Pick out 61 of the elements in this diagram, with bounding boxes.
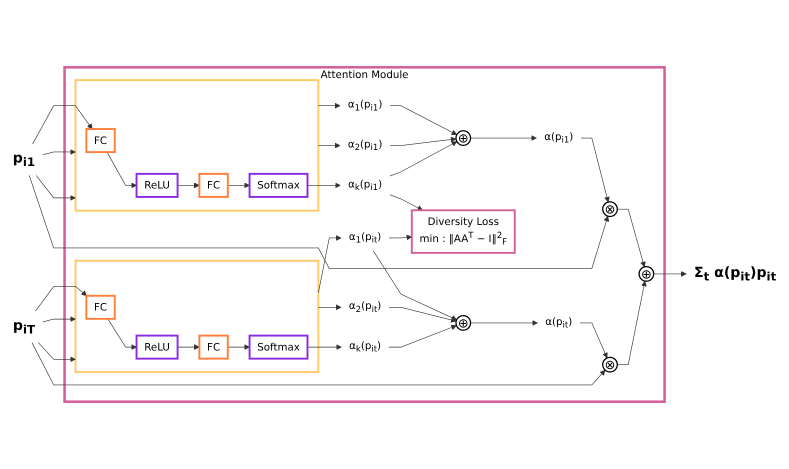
node-circle: ⊕ bbox=[638, 266, 654, 282]
arrow bbox=[32, 342, 606, 386]
node-circle: ⊕ bbox=[455, 315, 472, 331]
arrow bbox=[318, 142, 340, 148]
arrow bbox=[106, 152, 137, 188]
node-text: α$_{2}$(p$_{i1}$) bbox=[348, 138, 382, 153]
cluster bbox=[74, 79, 320, 212]
arrow bbox=[372, 250, 457, 320]
node-text: α$_{1}$(p$_{it}$) bbox=[348, 230, 382, 246]
arrow bbox=[32, 105, 92, 144]
arrow bbox=[388, 324, 457, 348]
arrow bbox=[36, 175, 76, 201]
arrow bbox=[108, 318, 137, 350]
node-box: Softmax bbox=[248, 172, 308, 198]
node-circle: ⊗ bbox=[602, 356, 618, 373]
node-box: ReLU bbox=[136, 172, 179, 198]
arrow bbox=[388, 234, 412, 240]
arrow bbox=[580, 322, 608, 358]
arrow bbox=[318, 235, 342, 294]
node-box: FC bbox=[198, 334, 229, 360]
node-text: α$_{1}$(p$_{i1}$) bbox=[348, 98, 382, 113]
arrow bbox=[653, 271, 687, 277]
arrow bbox=[318, 102, 340, 109]
node-text: p$_{iT}$ bbox=[12, 318, 36, 336]
node-box: ReLU bbox=[136, 334, 179, 360]
node-text: Σ$_{t}$ α(p$_{it}$)p$_{it}$ bbox=[694, 264, 776, 284]
arrow bbox=[307, 182, 341, 188]
arrow bbox=[28, 175, 610, 269]
arrow bbox=[389, 141, 458, 176]
node-text: α$_{k}$(p$_{it}$) bbox=[349, 339, 382, 354]
arrow bbox=[227, 344, 250, 350]
node-circle: ⊗ bbox=[602, 201, 618, 218]
arrow bbox=[177, 182, 200, 188]
node-text: α(p$_{it}$) bbox=[545, 315, 572, 330]
node-text: α$_{k}$(p$_{i1}$) bbox=[348, 178, 382, 192]
arrow bbox=[388, 306, 456, 323]
node-box: FC bbox=[198, 172, 229, 198]
arrow bbox=[318, 304, 342, 310]
node-text: α$_{2}$(p$_{it}$) bbox=[348, 300, 382, 314]
arrow bbox=[35, 286, 87, 312]
arrow bbox=[470, 320, 538, 326]
node-circle: ⊕ bbox=[455, 130, 472, 146]
arrow bbox=[617, 208, 646, 268]
arrow bbox=[177, 344, 200, 350]
arrow bbox=[38, 342, 76, 362]
arrow bbox=[389, 194, 423, 211]
arrow bbox=[227, 182, 250, 188]
arrow bbox=[390, 136, 456, 146]
node-box: Softmax bbox=[248, 334, 308, 360]
node-text: p$_{i1}$ bbox=[12, 150, 36, 170]
arrow bbox=[390, 105, 458, 135]
arrow bbox=[470, 135, 537, 141]
arrow bbox=[42, 316, 76, 322]
node-text: α(p$_{i1}$) bbox=[544, 130, 574, 146]
node-box: FC bbox=[85, 294, 116, 320]
arrow bbox=[42, 149, 76, 156]
cluster bbox=[74, 260, 320, 374]
arrow bbox=[580, 138, 610, 202]
node-box: FC bbox=[85, 128, 116, 154]
arrow bbox=[307, 344, 342, 350]
arrow bbox=[617, 280, 647, 365]
